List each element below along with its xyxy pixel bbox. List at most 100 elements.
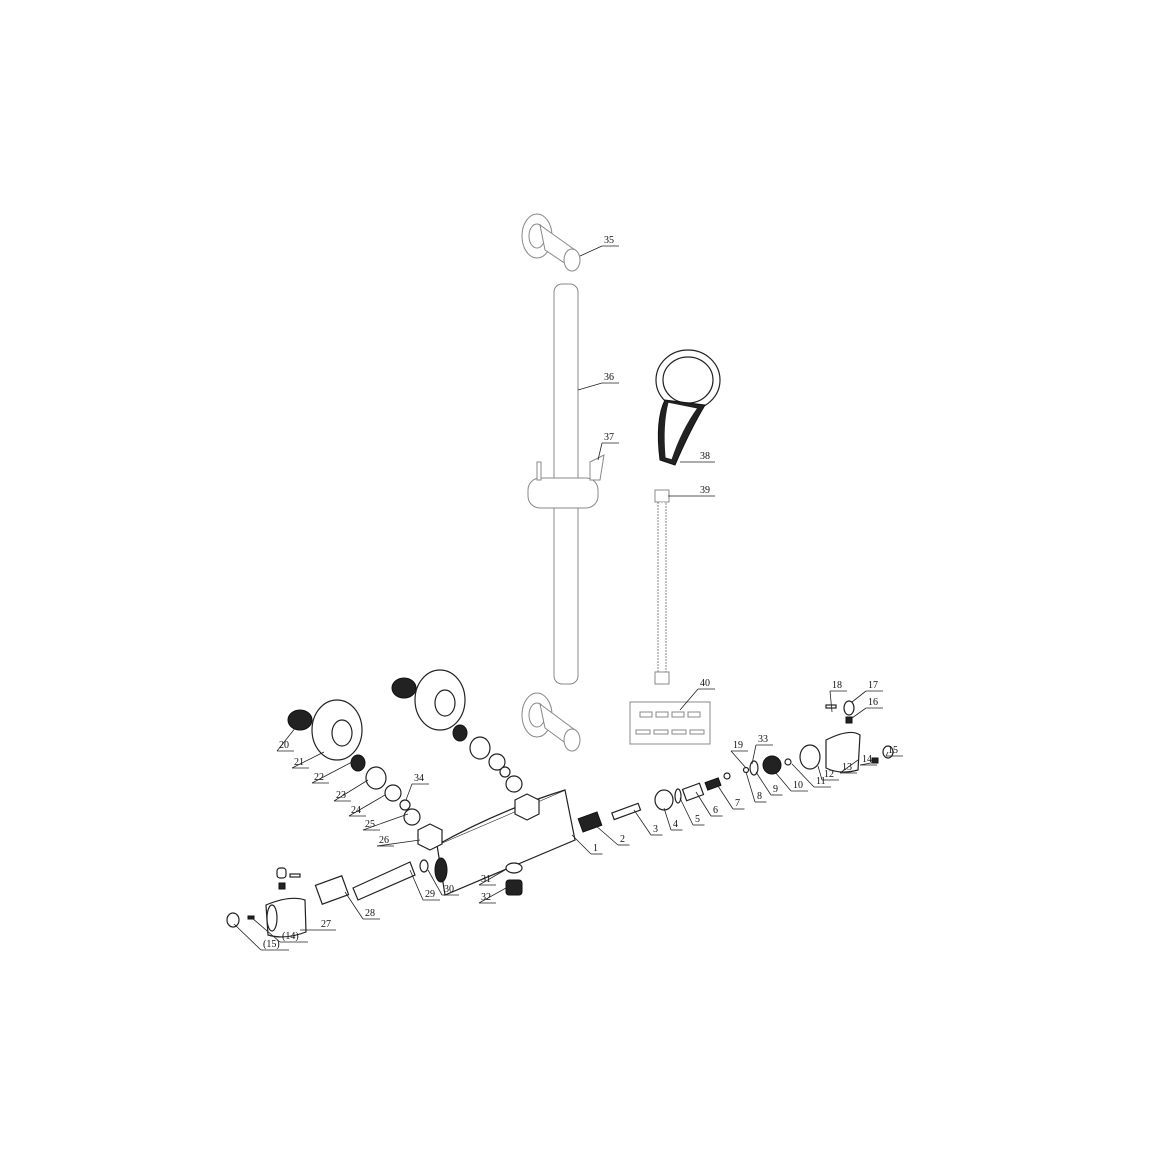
inlet-parts-right [391, 669, 540, 821]
callout-number: 16 [868, 697, 878, 708]
callout-number: 7 [735, 798, 740, 809]
callout-34: 34 [405, 773, 429, 801]
callout-39: 39 [668, 485, 715, 497]
callout-40: 40 [679, 678, 715, 711]
callout-number: 13 [842, 762, 852, 773]
callout-leader-line [409, 869, 424, 901]
callout-number: (15) [263, 939, 280, 950]
callout-leader-line [829, 690, 833, 713]
callout-number: 39 [700, 485, 710, 496]
callout-leader-line [730, 750, 747, 769]
callout-38: 38 [680, 451, 715, 463]
callout-number: 28 [365, 908, 375, 919]
callout-leader-line [663, 807, 672, 831]
callout-36: 36 [577, 372, 619, 391]
callout-2: 2 [594, 824, 630, 846]
callout-number: 31 [481, 874, 491, 885]
callout-6: 6 [695, 791, 723, 817]
inlet-parts-left [287, 699, 443, 851]
callout-leader-line [679, 797, 694, 826]
callout-number: 6 [713, 805, 718, 816]
callout-leader-line [233, 923, 262, 951]
callout-number: 21 [294, 757, 304, 768]
callout-28: 28 [344, 891, 380, 920]
callout-number: 32 [481, 892, 491, 903]
fixing-kit-box [629, 701, 711, 745]
callout-leader-line [311, 761, 353, 784]
callout-leader-line [291, 751, 325, 769]
callout-number: 40 [700, 678, 710, 689]
callout-leader-line [276, 721, 301, 752]
callout-25: 25 [362, 813, 409, 831]
callout-leader-line [633, 809, 652, 836]
callout-24: 24 [348, 794, 386, 817]
callout-leader-line [885, 751, 889, 757]
callout-1: 1 [571, 834, 603, 855]
callout-14: (14) [251, 917, 308, 943]
callout-21: 21 [291, 751, 325, 769]
callout-15: (15) [233, 923, 289, 951]
callout-number: 9 [773, 784, 778, 795]
callout-number: 12 [824, 769, 834, 780]
callout-leader-line [851, 690, 867, 703]
callout-20: 20 [276, 721, 301, 752]
callout-leader-line [774, 771, 792, 792]
top-wall-bracket [521, 213, 581, 272]
callout-leader-line [579, 245, 603, 257]
callout-number: 2 [620, 834, 625, 845]
callout-number: 37 [604, 432, 614, 443]
callout-10: 10 [774, 771, 808, 792]
callout-leader-line [251, 917, 281, 943]
callout-leader-line [695, 791, 712, 817]
callout-16: 16 [851, 697, 883, 719]
callout-number: 1 [593, 843, 598, 854]
callout-leader-line [348, 794, 386, 817]
callout-leader-line [745, 771, 756, 803]
callout-11: 11 [791, 763, 831, 788]
callout-37: 37 [597, 432, 619, 461]
callout-leader-line [597, 442, 603, 461]
callout-number: 29 [425, 889, 435, 900]
callout-number: 25 [365, 819, 375, 830]
callout-number: 27 [321, 919, 331, 930]
slider-holder [527, 454, 605, 509]
callout-leader-line [755, 771, 772, 796]
callout-number: 30 [444, 884, 454, 895]
callout-23: 23 [333, 779, 369, 802]
callout-number: 23 [336, 790, 346, 801]
callout-leader-line [679, 688, 699, 711]
callout-17: 17 [851, 680, 883, 703]
callout-number: 36 [604, 372, 614, 383]
callout-number: 20 [279, 740, 289, 751]
callout-9: 9 [755, 771, 783, 796]
callout-leader-line [859, 761, 877, 766]
callout-number: 24 [351, 805, 361, 816]
callout-number: 18 [832, 680, 842, 691]
callout-leader-line [333, 779, 369, 802]
callout-number: 5 [695, 814, 700, 825]
callout-number: 22 [314, 772, 324, 783]
callout-number: 33 [758, 734, 768, 745]
hand-shower [655, 349, 721, 466]
callout-number: 34 [414, 773, 424, 784]
callout-22: 22 [311, 761, 353, 784]
callout-leader-line [344, 891, 364, 920]
thermostatic-cartridge-parts [577, 700, 894, 833]
callout-leader-line [817, 765, 823, 781]
callout-27: 27 [300, 919, 336, 931]
callout-5: 5 [679, 797, 705, 826]
callout-29: 29 [409, 869, 440, 901]
callout-14: 14 [859, 754, 877, 766]
callout-35: 35 [579, 235, 619, 257]
callout-leader-line [577, 382, 603, 391]
callout-leader-line [571, 834, 592, 855]
callout-leader-line [405, 783, 413, 801]
callout-number: 35 [604, 235, 614, 246]
callout-leader-line [594, 824, 619, 846]
callout-number: (14) [282, 931, 299, 942]
callout-leader-line [478, 869, 506, 886]
callout-number: 8 [757, 791, 762, 802]
callout-12: 12 [817, 765, 839, 781]
